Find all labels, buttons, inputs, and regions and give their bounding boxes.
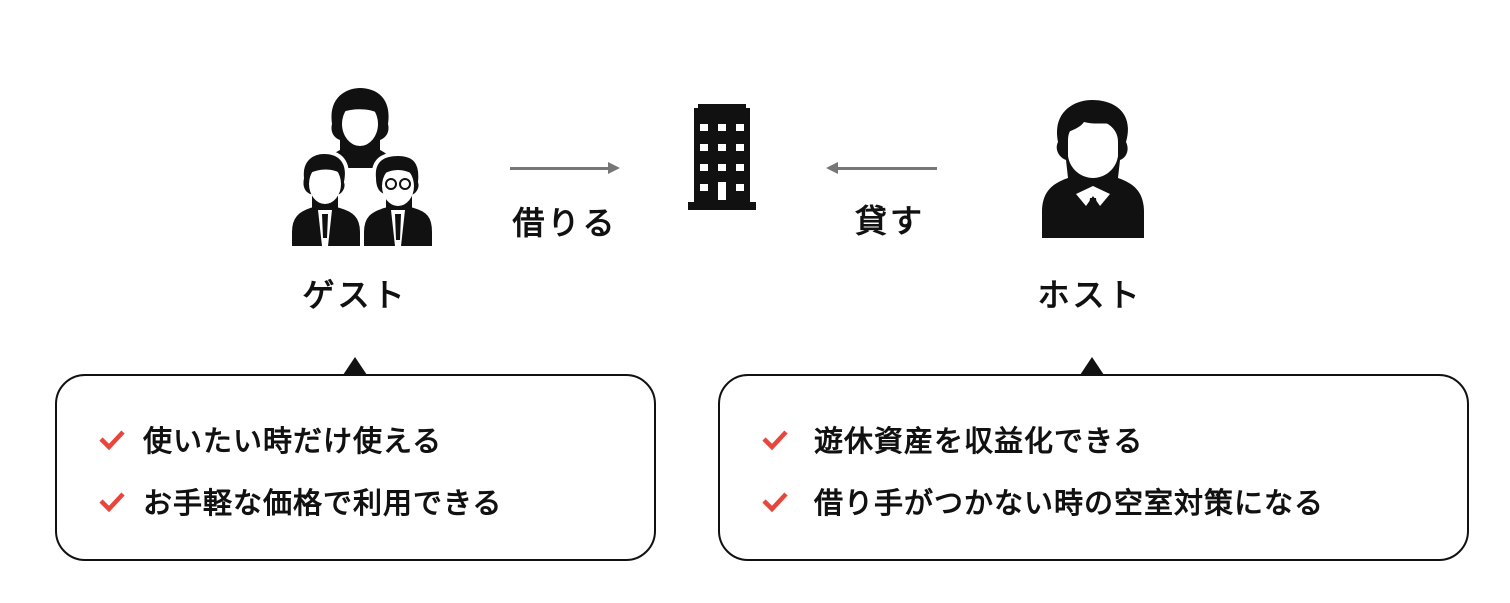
check-icon bbox=[762, 430, 788, 451]
host-benefit-text: 遊休資産を収益化できる bbox=[814, 424, 1144, 458]
guest-benefit-item: お手軽な価格で利用できる bbox=[97, 480, 502, 522]
arrow-left-icon bbox=[826, 162, 838, 174]
host-person-icon bbox=[1042, 100, 1144, 238]
host-benefit-item: 遊休資産を収益化できる bbox=[760, 418, 1143, 460]
guest-box-pointer bbox=[343, 357, 367, 375]
lend-label: 貸す bbox=[854, 202, 925, 240]
guest-group-icon bbox=[288, 88, 436, 250]
guest-benefit-item: 使いたい時だけ使える bbox=[97, 418, 442, 460]
host-label: ホスト bbox=[1037, 276, 1143, 314]
building-icon bbox=[688, 104, 756, 210]
guest-benefit-text: 使いたい時だけ使える bbox=[143, 424, 443, 458]
host-benefit-text: 借り手がつかない時の空室対策になる bbox=[814, 486, 1325, 520]
guest-label: ゲスト bbox=[302, 276, 408, 314]
host-box-pointer bbox=[1080, 357, 1104, 375]
check-icon bbox=[99, 492, 125, 513]
rent-arrow bbox=[510, 167, 610, 170]
host-benefit-item: 借り手がつかない時の空室対策になる bbox=[760, 480, 1324, 522]
arrow-right-icon bbox=[608, 162, 620, 174]
guest-benefits-box: 使いたい時だけ使える お手軽な価格で利用できる bbox=[55, 374, 656, 561]
check-icon bbox=[762, 492, 788, 513]
check-icon bbox=[99, 430, 125, 451]
rent-label: 借りる bbox=[512, 204, 618, 242]
guest-benefit-text: お手軽な価格で利用できる bbox=[143, 486, 503, 520]
host-benefits-box: 遊休資産を収益化できる 借り手がつかない時の空室対策になる bbox=[718, 374, 1469, 561]
lend-arrow bbox=[836, 167, 937, 170]
